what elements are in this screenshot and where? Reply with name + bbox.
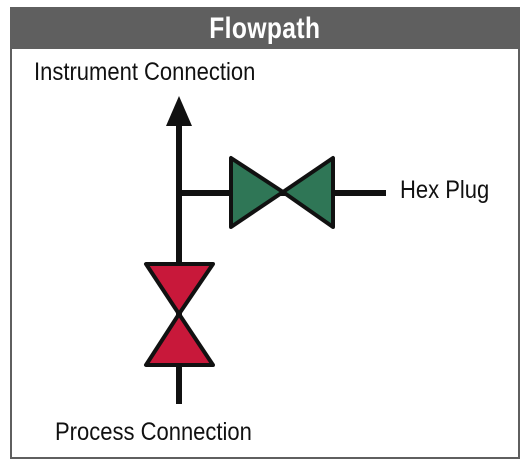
plug-valve-right-triangle [281,156,335,229]
process-valve-bottom-triangle [144,312,215,367]
process-valve-top-triangle [144,262,215,316]
hex-plug-valve-icon [229,156,335,229]
plug-valve-left-triangle [229,156,285,229]
panel-title: Flowpath [209,12,321,45]
arrow-up-icon [166,96,192,126]
process-valve-icon [144,262,215,367]
instrument-connection-label: Instrument Connection [34,58,256,86]
hex-plug-label: Hex Plug [400,176,490,204]
flowpath-panel: Flowpath [10,7,520,459]
process-connection-label: Process Connection [55,418,252,446]
panel-header: Flowpath [12,9,518,49]
